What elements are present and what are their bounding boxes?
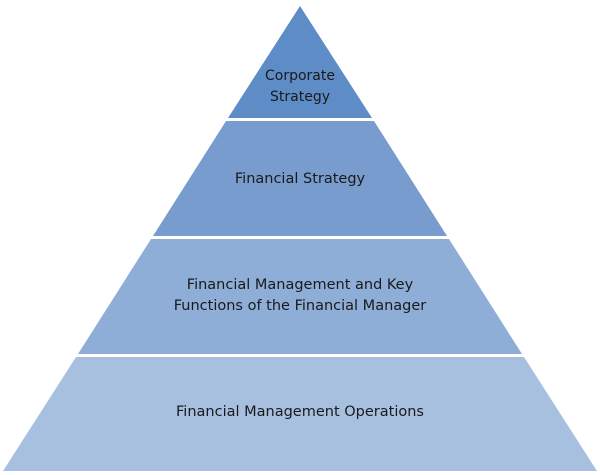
- pyramid-layer-4: [3, 357, 597, 471]
- layer-2-line-1: Financial Strategy: [234, 171, 366, 187]
- layer-4-line-1: Financial Management Operations: [176, 404, 424, 420]
- layer-1-label: Corporate Strategy: [265, 66, 335, 108]
- pyramid-layer-1: [228, 6, 372, 118]
- layer-2-label: Financial Strategy: [235, 169, 365, 190]
- layer-1-line-2: Strategy: [270, 89, 330, 105]
- pyramid-layer-3: [78, 239, 522, 354]
- layer-3-label: Financial Management and Key Functions o…: [174, 275, 427, 317]
- layer-4-label: Financial Management Operations: [176, 402, 424, 423]
- pyramid-layer-2: [153, 121, 447, 236]
- layer-3-line-1: Financial Management and Key: [186, 277, 414, 293]
- layer-3-line-2: Functions of the Financial Manager: [173, 298, 427, 314]
- layer-1-line-1: Corporate: [265, 68, 335, 84]
